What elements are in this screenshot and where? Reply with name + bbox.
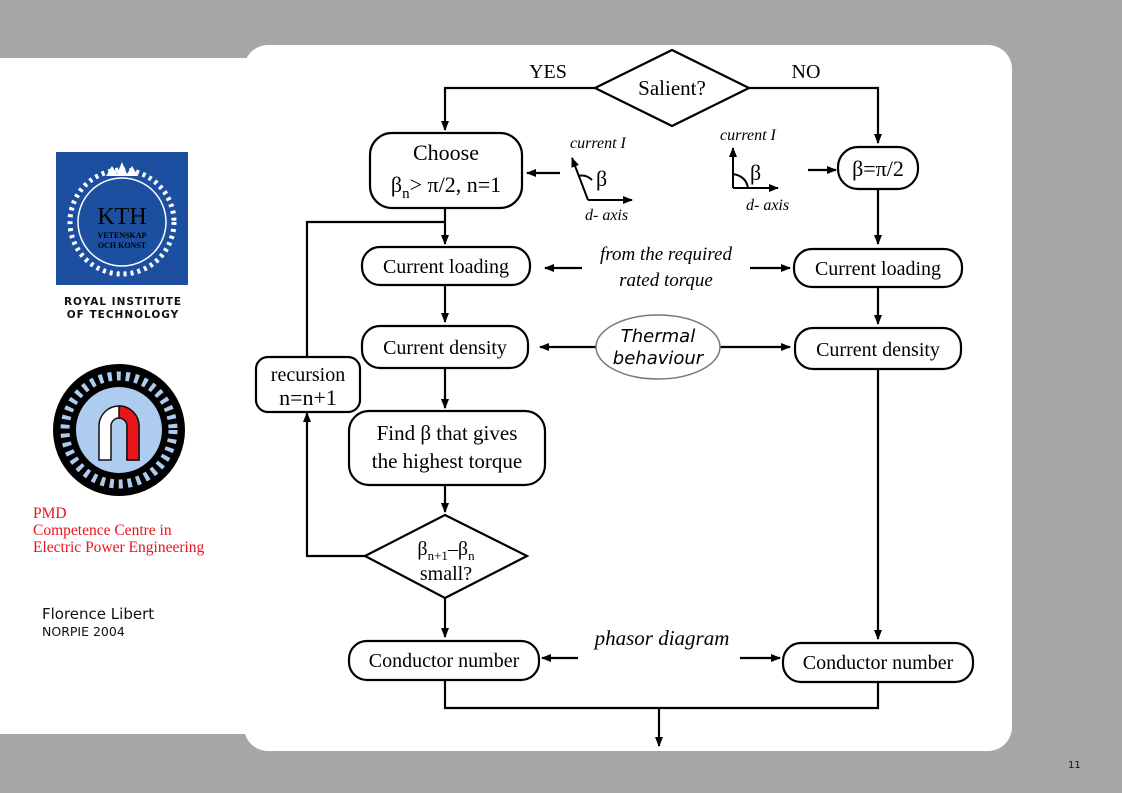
node-choose-condition: > π/2, n=1: [410, 172, 502, 197]
connector-no: [749, 86, 882, 144]
node-current-density-right: [793, 326, 963, 371]
node-conductor-right-label: Conductor number: [803, 652, 954, 674]
node-conductor-right: [781, 641, 975, 684]
pmd-text: PMD Competence Centre in Electric Power …: [33, 505, 204, 556]
node-conductor-left-label: Conductor number: [369, 650, 520, 672]
label-from-required: from the required: [600, 244, 732, 265]
node-current-loading-right-label: Current loading: [815, 258, 941, 280]
phasor-left-current-label: current I: [570, 135, 627, 152]
magnet-icon: [53, 364, 185, 496]
connector-loop-top: [305, 220, 445, 356]
node-current-loading-left: [360, 245, 532, 287]
node-current-density-left: [360, 324, 530, 370]
node-thermal-line1: Thermal: [621, 326, 695, 347]
node-choose-subscript: n: [402, 186, 410, 202]
node-thermal-behaviour: [595, 314, 721, 380]
phasor-right-beta: β: [750, 160, 761, 185]
node-current-density-right-label: Current density: [816, 339, 940, 361]
node-choose-line2: βn> π/2, n=1: [391, 172, 501, 202]
node-recursion: [254, 355, 362, 414]
decision-small-minus: –β: [447, 538, 468, 560]
decision-small: [362, 513, 530, 600]
node-thermal-line2: behaviour: [613, 348, 705, 369]
decision-small-sub2: n: [468, 548, 475, 563]
node-find-beta-line1: Find β that gives: [377, 421, 518, 445]
phasor-left-angle-arc: [577, 174, 593, 181]
pmd-line2: Competence Centre in: [33, 522, 172, 539]
pmd-title: PMD: [33, 505, 67, 522]
node-current-density-left-label: Current density: [383, 337, 507, 359]
kth-logo-motto-2: OCH KONST: [98, 241, 147, 250]
node-conductor-left: [347, 639, 541, 682]
page-number: 11: [1068, 760, 1081, 771]
author-block: Florence Libert NORPIE 2004: [42, 605, 154, 640]
kth-caption: ROYAL INSTITUTE OF TECHNOLOGY: [58, 296, 188, 322]
decision-small-line2: small?: [420, 563, 472, 585]
kth-seal-icon: KTH VETENSKAP OCH KONST: [67, 162, 177, 277]
phasor-right-current-label: current I: [720, 127, 777, 144]
node-choose: [368, 131, 524, 210]
phasor-left-d-axis-label: d- axis: [585, 207, 628, 224]
label-no: NO: [792, 61, 821, 83]
node-beta-pi2: [836, 145, 920, 191]
kth-caption-line1: ROYAL INSTITUTE: [63, 296, 183, 308]
node-current-loading-right: [792, 247, 964, 289]
decision-salient-label: Salient?: [638, 76, 706, 100]
label-phasor-diagram: phasor diagram: [593, 626, 730, 650]
kth-logo: KTH VETENSKAP OCH KONST: [56, 152, 188, 285]
kth-caption-line2: OF TECHNOLOGY: [66, 309, 180, 321]
pmd-line3: Electric Power Engineering: [33, 539, 205, 556]
node-recursion-line1: recursion: [271, 364, 345, 386]
decision-small-sub1: n+1: [428, 548, 448, 563]
label-rated-torque: rated torque: [619, 270, 713, 291]
decision-salient: [592, 48, 752, 128]
node-choose-line1: Choose: [413, 140, 479, 165]
conference-name: NORPIE 2004: [42, 624, 125, 639]
node-find-beta-line2: the highest torque: [372, 449, 522, 473]
decision-small-beta1: β: [417, 538, 427, 560]
node-recursion-line2: n=n+1: [279, 385, 337, 410]
phasor-right-d-axis-label: d- axis: [746, 197, 789, 214]
connector-yes: [441, 86, 595, 131]
connector-loop-left: [303, 412, 365, 558]
kth-logo-motto-1: VETENSKAP: [98, 231, 147, 240]
label-yes: YES: [529, 61, 567, 83]
kth-logo-text: KTH: [97, 204, 146, 230]
connector-merge-left: [443, 680, 880, 710]
phasor-left-beta: β: [596, 166, 607, 191]
phasor-left-current-vector: [571, 157, 589, 201]
pmd-logo: [52, 362, 186, 498]
author-name: Florence Libert: [42, 605, 155, 623]
node-find-beta: [347, 409, 547, 487]
node-current-loading-left-label: Current loading: [383, 256, 509, 278]
decision-small-line1: βn+1–βn: [417, 538, 475, 563]
node-beta-pi2-label: β=π/2: [852, 156, 904, 181]
phasor-right-angle-arc: [732, 173, 749, 189]
node-choose-beta: β: [391, 172, 402, 197]
